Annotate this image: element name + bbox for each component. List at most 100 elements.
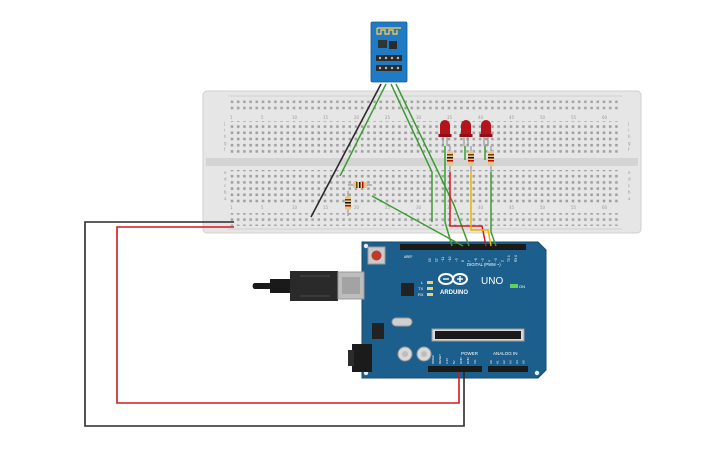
digital-pin-label: 8 (461, 260, 465, 262)
breadboard-row-letter: c (628, 183, 630, 188)
crystal (391, 317, 413, 327)
breadboard-row-letter: e (224, 170, 227, 175)
wire-green-led-signal[interactable] (490, 172, 497, 247)
esp-wifi-module-icon[interactable] (370, 21, 408, 83)
wire-green-esp-3[interactable] (395, 83, 470, 247)
breadboard-row-letter: h (224, 134, 227, 139)
breadboard-column-number: 40 (478, 115, 484, 120)
on-label: ON (519, 284, 525, 289)
led-3[interactable] (479, 120, 493, 146)
power-pin-label: GND (466, 357, 470, 365)
breadboard-column-number: 55 (571, 205, 577, 210)
breadboard-column-number: 55 (571, 115, 577, 120)
breadboard-bottom-terminal (230, 170, 620, 203)
analog-pin-label: A1 (496, 360, 500, 364)
wire-green-gnd-rail[interactable] (444, 221, 453, 247)
power-label: POWER (461, 351, 479, 356)
analog-pin-label: A5 (522, 360, 526, 364)
analog-pin-label: A4 (515, 360, 519, 364)
digital-pin-label: 12 (435, 258, 439, 262)
breadboard-top-terminal (230, 121, 620, 154)
digital-pin-label: ~3 (494, 258, 498, 262)
rx-label: RX (418, 292, 424, 297)
digital-label: DIGITAL (PWM ~) (467, 262, 501, 267)
digital-pin-label: ~5 (481, 258, 485, 262)
breadboard-column-number: 50 (540, 115, 546, 120)
breadboard-column-number: 5 (261, 115, 264, 120)
digital-pin-label: ~10 (448, 256, 452, 262)
digital-pin-label: 13 (428, 258, 432, 262)
digital-pin-label: ~9 (454, 258, 458, 262)
l-led (427, 281, 433, 284)
led-1[interactable] (438, 120, 452, 146)
digital-header[interactable] (400, 244, 526, 250)
breadboard-row-letter: f (628, 147, 630, 152)
breadboard-column-number: 50 (540, 205, 546, 210)
breadboard-column-number: 40 (478, 205, 484, 210)
wire-red-5v[interactable] (116, 226, 460, 404)
wire-green-esp-2[interactable] (390, 83, 433, 222)
analog-pin-label: A2 (502, 360, 506, 364)
digital-pin-label: ~11 (441, 257, 445, 262)
breadboard-row-letter: d (224, 177, 227, 182)
analog-label: ANALOG IN (493, 351, 518, 356)
rx-led (427, 293, 433, 296)
power-pin-label: RESET (438, 354, 442, 364)
wire-yellow-led[interactable] (470, 172, 492, 247)
breadboard-row-letter: e (628, 170, 631, 175)
analog-pin-label: A3 (509, 360, 513, 364)
breadboard-column-number: 45 (509, 205, 515, 210)
power-pin-label: GND (459, 357, 463, 365)
digital-pin-label: 4 (487, 260, 491, 262)
power-pin-label: 5V (452, 360, 456, 364)
led-2[interactable] (459, 120, 473, 146)
power-jack[interactable] (352, 344, 372, 372)
tx-label: TX (418, 286, 423, 291)
breadboard-column-number: 60 (602, 205, 608, 210)
breadboard-column-number: 35 (447, 115, 453, 120)
digital-pin-label: ~6 (474, 258, 478, 262)
atmega-chip (431, 328, 525, 342)
digital-pin-label: 2 (501, 260, 505, 262)
wire-red-led[interactable] (449, 172, 487, 247)
brand-label: ARDUINO (440, 290, 468, 296)
wire-green-divider[interactable] (371, 195, 464, 247)
resistor-led-1[interactable] (447, 146, 453, 172)
on-led (510, 284, 518, 288)
resistor-led-3[interactable] (488, 146, 494, 172)
breadboard-row-letter: c (224, 183, 226, 188)
tx-led (427, 287, 433, 290)
analog-pin-label: A0 (489, 360, 493, 364)
reset-button[interactable] (367, 246, 386, 265)
breadboard-row-letter: i (224, 128, 225, 133)
digital-pin-label: TX 1 (507, 255, 511, 262)
breadboard-row-letter: d (628, 177, 631, 182)
breadboard-column-number: 20 (354, 205, 360, 210)
breadboard-row-letter: i (628, 128, 629, 133)
breadboard-column-number: 1 (230, 205, 233, 210)
breadboard-row-letter: j (223, 121, 225, 126)
capacitor-1 (397, 346, 413, 362)
breadboard-row-letter: g (628, 141, 631, 146)
resistor-divider-1[interactable] (348, 182, 372, 188)
breadboard-row-letter: g (224, 141, 227, 146)
breadboard-column-number: 15 (323, 205, 329, 210)
wire-black-gnd[interactable] (84, 221, 465, 427)
power-header[interactable] (428, 366, 482, 372)
digital-pin-label: RX 0 (514, 255, 518, 262)
resistor-led-2[interactable] (468, 146, 474, 172)
usb-cable-icon[interactable] (252, 271, 365, 301)
breadboard-column-number: 45 (509, 115, 515, 120)
digital-pin-label: 7 (468, 260, 472, 262)
breadboard-row-letter: a (224, 196, 227, 201)
wire-black-esp[interactable] (310, 83, 382, 218)
analog-header[interactable] (488, 366, 528, 372)
breadboard-column-number: 25 (385, 205, 391, 210)
resistor-divider-2[interactable] (345, 191, 351, 216)
wire-green-esp-1[interactable] (339, 83, 387, 177)
